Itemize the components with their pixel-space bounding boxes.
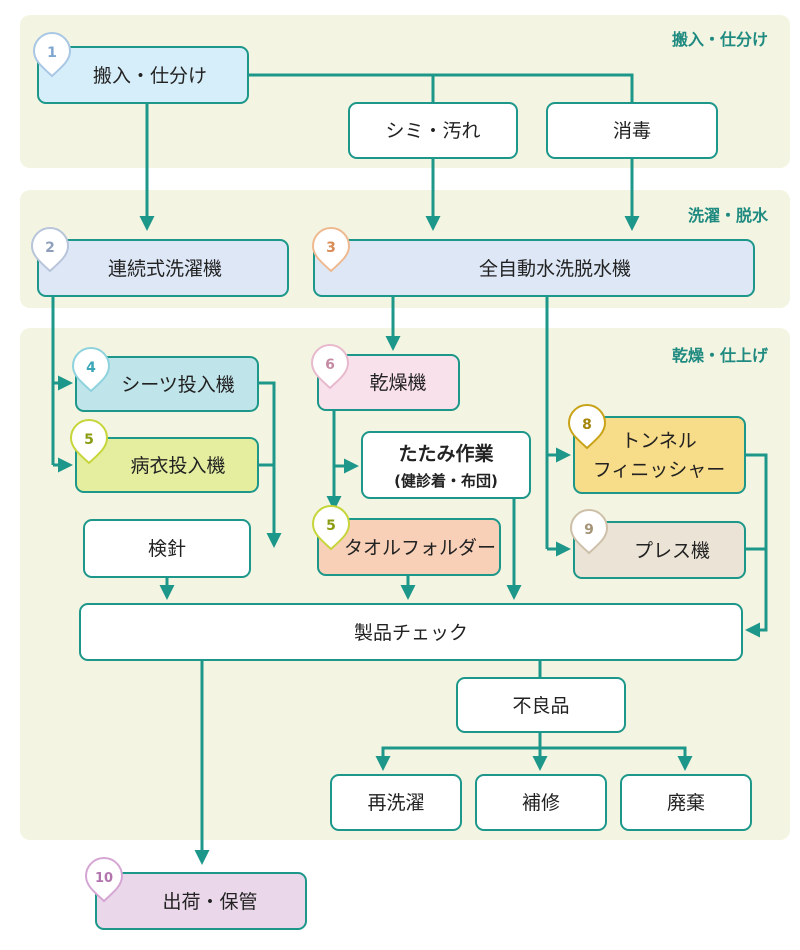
badge-shipping-pin-icon: 10 xyxy=(84,857,124,903)
badge-towel-folder-pin-icon: 5 xyxy=(311,505,351,551)
zone-label-drying: 乾燥・仕上げ xyxy=(672,346,769,365)
badge-dryer-number: 6 xyxy=(325,357,335,373)
node-needle-check: 検針 xyxy=(83,519,251,578)
badge-intake-number: 1 xyxy=(47,45,57,61)
node-needle-check-label: 検針 xyxy=(148,538,186,560)
node-disposal-label: 廃棄 xyxy=(667,792,705,814)
node-shipping-label: 出荷・保管 xyxy=(162,891,257,913)
badge-dryer-pin-icon: 6 xyxy=(310,344,350,390)
node-tunnel-finisher: トンネル フィニッシャー xyxy=(573,416,746,494)
node-shipping: 出荷・保管 xyxy=(95,872,307,930)
node-auto-washer-label: 全自動水洗脱水機 xyxy=(479,258,631,280)
badge-gown-feeder-number: 5 xyxy=(84,432,94,448)
node-product-check-label: 製品チェック xyxy=(354,622,468,644)
badge-towel-folder-number: 5 xyxy=(326,518,336,534)
node-disinfect: 消毒 xyxy=(546,102,718,159)
badge-press-number: 9 xyxy=(584,522,594,538)
zone-label-washing: 洗濯・脱水 xyxy=(688,206,769,225)
badge-press-pin-icon: 9 xyxy=(569,509,609,555)
node-continuous-washer: 連続式洗濯機 xyxy=(37,239,289,297)
node-rewash-label: 再洗濯 xyxy=(367,792,424,814)
badge-auto-washer-number: 3 xyxy=(326,240,336,256)
zone-label-intake: 搬入・仕分け xyxy=(672,30,768,49)
node-intake-label: 搬入・仕分け xyxy=(93,65,207,87)
connector-defective-disposal xyxy=(540,746,693,771)
node-sheet-feeder: シーツ投入機 xyxy=(75,356,259,412)
node-defective-label: 不良品 xyxy=(512,695,569,717)
connector-defective-rewash xyxy=(375,746,540,771)
node-disinfect-label: 消毒 xyxy=(613,120,651,142)
badge-continuous-washer-number: 2 xyxy=(45,240,55,256)
node-repair-label: 補修 xyxy=(522,792,560,814)
node-intake: 搬入・仕分け xyxy=(37,46,249,104)
node-defective: 不良品 xyxy=(456,677,626,733)
badge-sheet-feeder-pin-icon: 4 xyxy=(71,347,111,393)
badge-sheet-feeder-number: 4 xyxy=(86,360,96,376)
badge-gown-feeder-pin-icon: 5 xyxy=(69,419,109,465)
node-towel-folder: タオルフォルダー xyxy=(317,518,501,576)
node-press-label: プレス機 xyxy=(634,540,710,562)
badge-intake-pin-icon: 1 xyxy=(32,32,72,78)
badge-tunnel-number: 8 xyxy=(582,417,592,433)
node-dryer-label: 乾燥機 xyxy=(369,372,426,394)
badge-auto-washer-pin-icon: 3 xyxy=(311,227,351,273)
connector-intake-branch xyxy=(248,73,634,103)
badge-tunnel-pin-icon: 8 xyxy=(567,404,607,450)
node-stain: シミ・汚れ xyxy=(348,102,518,159)
node-continuous-washer-label: 連続式洗濯機 xyxy=(108,258,222,280)
node-tunnel-label-line1: トンネル xyxy=(621,430,697,452)
node-folding: たたみ作業 (健診着・布団) xyxy=(361,431,531,499)
node-stain-label: シミ・汚れ xyxy=(385,120,480,142)
node-towel-folder-label: タオルフォルダー xyxy=(344,537,496,559)
node-product-check: 製品チェック xyxy=(79,603,743,661)
node-dryer: 乾燥機 xyxy=(317,354,460,411)
badge-continuous-washer-pin-icon: 2 xyxy=(30,227,70,273)
node-folding-label-line2: (健診着・布団) xyxy=(394,472,498,490)
connector-sheet-to-needle xyxy=(258,381,282,548)
badge-shipping-number: 10 xyxy=(95,871,113,886)
connector-tunnel-press-check xyxy=(745,453,768,638)
node-gown-feeder: 病衣投入機 xyxy=(75,437,259,493)
node-disposal: 廃棄 xyxy=(620,774,752,831)
node-rewash: 再洗濯 xyxy=(330,774,462,831)
node-gown-feeder-label: 病衣投入機 xyxy=(130,455,225,477)
node-sheet-feeder-label: シーツ投入機 xyxy=(121,374,235,396)
node-press: プレス機 xyxy=(573,521,746,579)
node-folding-label-line1: たたみ作業 xyxy=(398,442,494,465)
node-repair: 補修 xyxy=(475,774,607,831)
node-auto-washer: 全自動水洗脱水機 xyxy=(313,239,755,297)
connectors xyxy=(51,73,768,865)
node-tunnel-label-line2: フィニッシャー xyxy=(593,459,726,481)
